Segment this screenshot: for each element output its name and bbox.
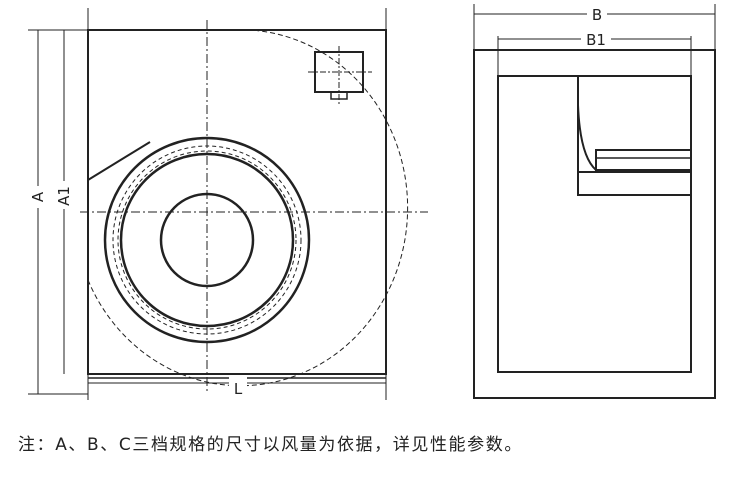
side-view	[473, 4, 716, 399]
volute-dashed-outline	[87, 29, 409, 387]
fan-dimension-drawing: A A1 L B B1	[28, 4, 716, 400]
blade-flange	[595, 149, 692, 171]
dimension-label-b: B	[592, 6, 602, 24]
outer-ring	[103, 136, 311, 344]
hub-circle	[159, 192, 255, 288]
outlet-curve	[577, 104, 597, 171]
inner-ring	[119, 152, 295, 328]
ring-dashed-2	[117, 150, 297, 330]
housing-outline	[87, 29, 387, 375]
dimension-label-a1: A1	[55, 186, 73, 206]
outlet-duct	[577, 76, 691, 196]
side-inner-frame	[497, 75, 692, 373]
volute-tongue-line	[87, 141, 151, 181]
front-view	[28, 8, 428, 400]
ring-dashed-1	[112, 145, 302, 335]
dimension-label-a: A	[29, 191, 47, 202]
side-outer-frame	[473, 49, 716, 399]
dimension-label-b1: B1	[586, 31, 606, 49]
note-text: 注：A、B、C三档规格的尺寸以风量为依据，详见性能参数。	[18, 435, 523, 455]
dimension-label-l: L	[234, 380, 243, 398]
